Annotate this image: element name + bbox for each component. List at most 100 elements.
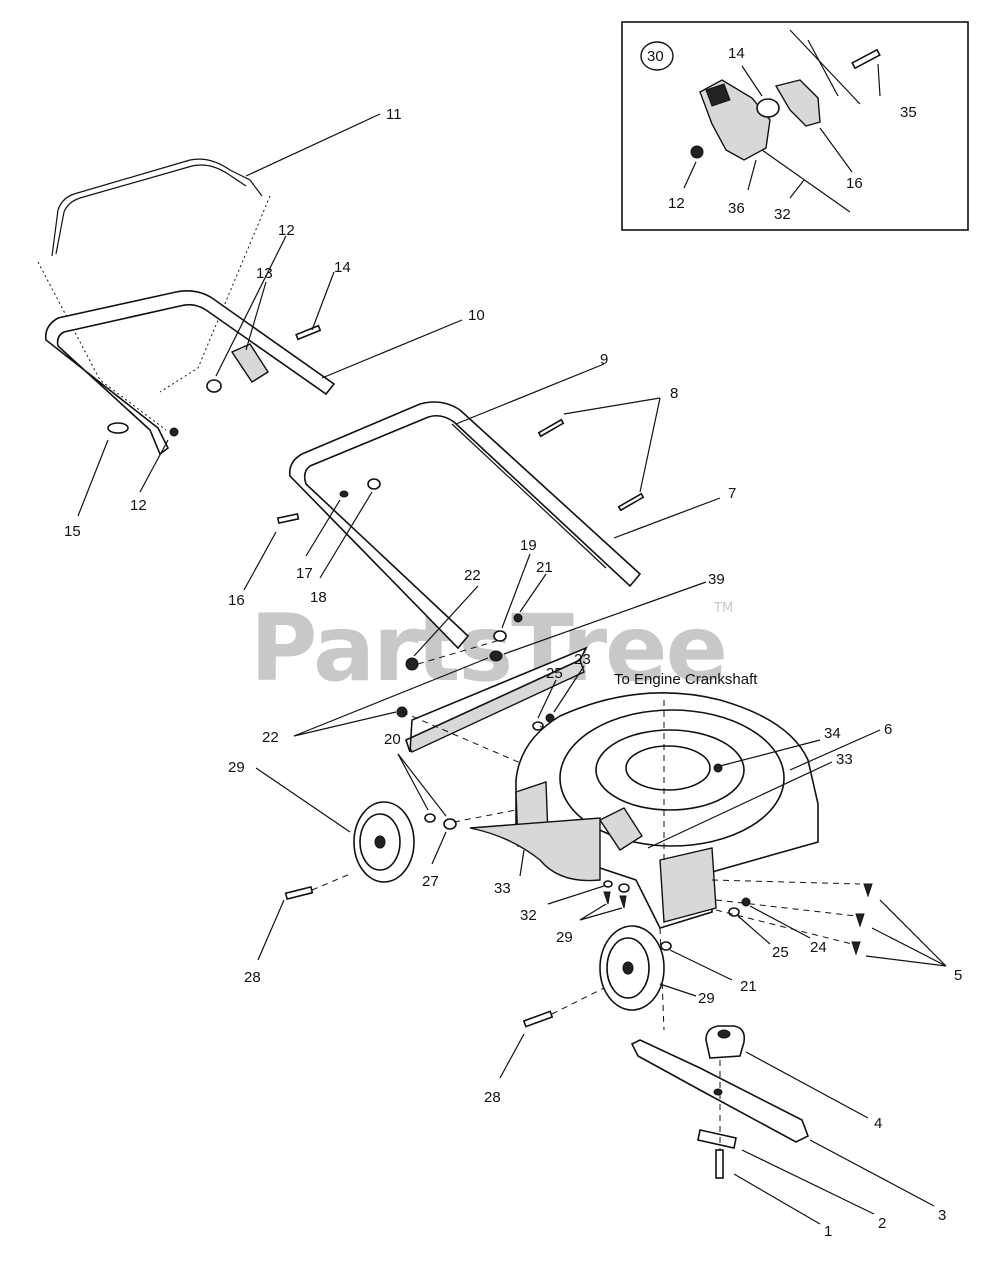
label-33: 33 [494,880,511,897]
label-21: 21 [536,559,553,576]
leader-20 [741,65,763,97]
lower-handle-group: 9 8 7 16 17 18 [228,351,736,650]
inset-ref-label: 30 [647,48,664,65]
leader-12b [139,439,169,493]
label-28a: 28 [244,969,261,986]
inset-rod-lower [807,39,839,97]
part-22-washer-a [493,630,507,642]
leader-10 [321,319,463,379]
label-22c: 21 [740,978,757,995]
label-23: 22 [464,567,481,584]
part-7-lower-handle [288,401,642,650]
part-22-washer-c [660,941,672,951]
leader-33 [519,849,525,877]
leader-31b [579,907,623,921]
part-26-washer-b [728,907,740,917]
mulch-plate-group: 33 32 29 [469,817,630,946]
leader-8a [563,397,661,415]
part-31-screw-a [603,891,611,905]
leader-8b [639,397,661,493]
part-2-washer [697,1129,737,1149]
deck-crank-hole [625,745,711,791]
inset-ref-circle [640,41,674,71]
leader-5c [865,955,947,967]
label-22a: 19 [520,537,537,554]
part-11-control-bar-inner [55,164,247,255]
label-3: 3 [938,1207,946,1224]
leader-5b [871,927,947,967]
leader-26b [737,915,771,945]
label-18: 17 [296,565,313,582]
part-3-blade-hole [713,1088,723,1096]
part-29-center-b [622,961,634,975]
leader-22c [669,949,733,981]
label-35: 33 [836,751,853,768]
leader-7 [613,497,721,539]
label-8: 8 [670,385,678,402]
part-26-washer-a [532,721,544,731]
label-14: 14 [334,259,351,276]
label-19: 18 [310,589,327,606]
leader-18 [305,499,341,557]
leader-27 [431,831,447,865]
part-32-washer [603,880,613,888]
label-22b: 20 [384,731,401,748]
leader-1 [733,1173,821,1225]
leader-25b [749,905,811,939]
leader-25a [553,665,585,713]
blade-group: 4 3 2 1 [630,1025,946,1240]
part-14-bolt [295,324,322,341]
label-17: 16 [228,592,245,609]
label-31: 29 [556,929,573,946]
part-13-cable-clip [230,343,269,383]
part-12-nut-inset [690,145,704,159]
leader-21 [519,573,547,613]
front-wheel-group: 29 28 [484,925,715,1106]
watermark: PartsTree [250,595,726,702]
label-7: 7 [728,485,736,502]
part-24-nut-a [489,650,503,662]
leader-32 [547,885,605,905]
label-12b: 12 [130,497,147,514]
leader-12a [215,235,287,377]
rear-wheel-group: 29 20 27 28 [228,731,517,986]
part-16-bracket [774,79,821,127]
leader-24b [293,711,397,737]
label-20: 14 [728,45,745,62]
label-9: 9 [600,351,608,368]
wheel-b-axis [551,987,605,1015]
leader-29b [659,983,697,997]
leader-4 [745,1051,869,1119]
leader-34 [789,179,805,199]
label-4: 4 [874,1115,882,1132]
deflector-latch [705,83,731,107]
leader-29a [255,767,351,833]
label-12a: 12 [278,222,295,239]
leader-23 [413,585,479,657]
leader-37 [877,63,881,97]
label-11: 11 [386,106,402,123]
part-37-bolt [851,48,881,70]
front-dash-c [715,909,853,945]
baffle-group: 22 19 21 39 22 25 23 [262,537,725,781]
part-27-bolt [443,818,457,830]
part-25-nut-b [741,897,751,907]
label-27: 27 [422,873,439,890]
handle-outline-right [159,195,271,393]
part-5-screw-b [855,913,865,928]
label-24: 22 [262,729,279,746]
part-31-screw-b [619,895,627,909]
watermark-trademark: TM [713,601,733,616]
leader-31a [579,903,607,921]
leader-22a [501,553,531,629]
part-12-nut-b [169,427,179,437]
part-11-control-bar [51,158,263,257]
leader-9 [455,363,605,425]
label-26a: 25 [546,665,563,682]
inset-frame [621,21,969,231]
wheel-a-axis-2 [453,809,517,823]
part-35-cable-bracket [598,807,643,851]
upper-handle-group: 11 12 13 14 10 15 12 [37,106,485,540]
leader-6 [789,729,881,771]
baffle-dash-a [417,639,501,665]
